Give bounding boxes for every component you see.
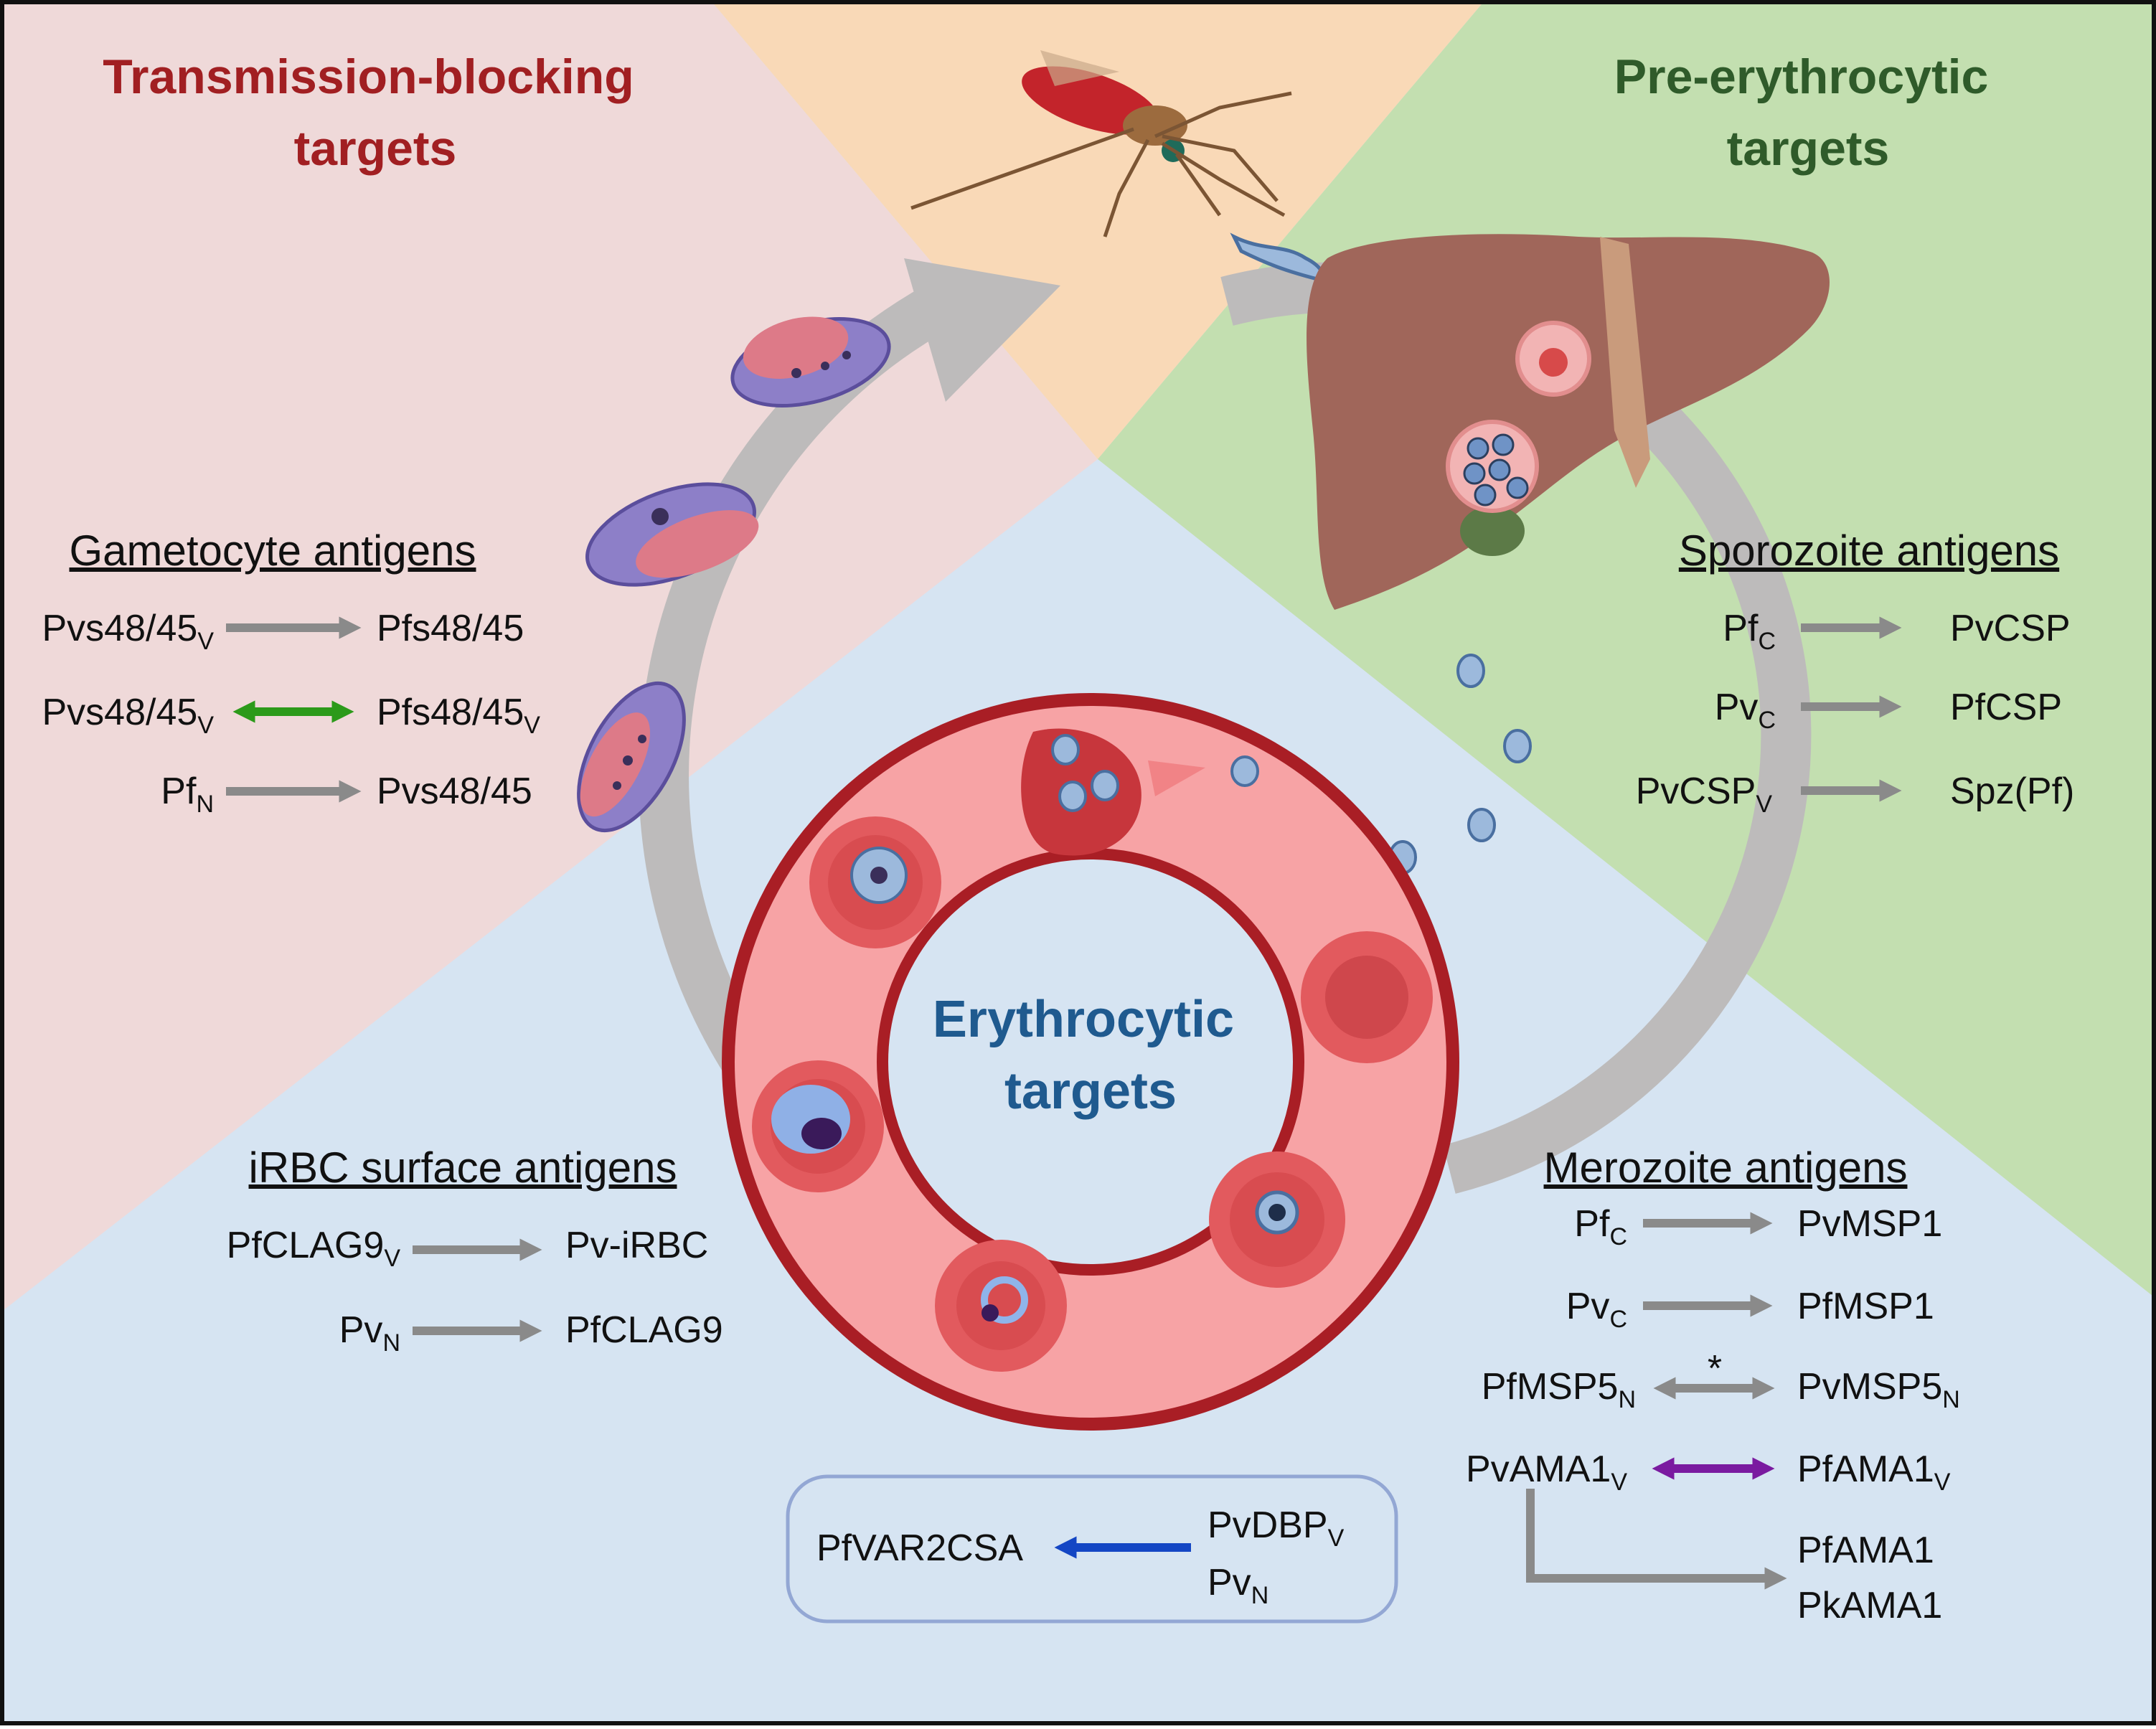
var2csa-target: PfVAR2CSA	[816, 1527, 1023, 1569]
gametocyte-row-1-right: Pfs48/45	[377, 608, 524, 649]
merozoite-header: Merozoite antigens	[1544, 1144, 1908, 1192]
merozoite-row-4-right: PfAMA1V	[1797, 1448, 1951, 1496]
merozoite-branch-target-2: PkAMA1	[1797, 1585, 1942, 1626]
sporozoite-rows: PfC PvCSP PvC PfCSP PvCSPV Spz(Pf)	[1636, 608, 2075, 818]
mosquito-icon	[910, 50, 1292, 237]
merozoite-row-3-mark: *	[1708, 1348, 1722, 1390]
erythrocytic-inner-circle	[877, 848, 1304, 1276]
sporozoite-row-3-left: PvCSPV	[1636, 771, 1773, 818]
gametocyte-row-3-right: Pvs48/45	[377, 771, 532, 812]
gametocyte-header: Gametocyte antigens	[70, 527, 476, 575]
merozoite-row-4-left: PvAMA1V	[1466, 1448, 1627, 1496]
merozoite-row-3-right: PvMSP5N	[1797, 1366, 1960, 1413]
transmission-title-line1: Transmission-blocking	[103, 50, 634, 104]
pre-erythrocytic-title-line1: Pre-erythrocytic	[1614, 50, 1989, 104]
var2csa-source-2: PvN	[1208, 1562, 1268, 1609]
gametocyte-row-2-right: Pfs48/45V	[377, 692, 540, 739]
pre-erythrocytic-title-line2: targets	[1727, 121, 1890, 176]
sporozoite-row-2-right: PfCSP	[1950, 687, 2062, 728]
life-cycle-arrowhead	[904, 258, 1060, 402]
erythrocytic-title-line1: Erythrocytic	[933, 991, 1234, 1048]
sporozoite-row-1-left: PfC	[1723, 608, 1776, 655]
merozoite-row-3-left: PfMSP5N	[1482, 1366, 1636, 1413]
erythrocytic-title: Erythrocytic targets	[933, 991, 1248, 1120]
pre-erythrocytic-title: Pre-erythrocytic targets	[1614, 50, 2002, 176]
gametocyte-row-3-left: PfN	[161, 771, 214, 818]
merozoite-row-2-left: PvC	[1566, 1286, 1627, 1333]
merozoite-rows: PfC PvMSP1 PvC PfMSP1 PfMSP5N * PvMSP5N …	[1466, 1203, 1960, 1626]
gametocyte-row-1-left: Pvs48/45V	[42, 608, 215, 655]
erythrocytic-ring	[722, 693, 1459, 1431]
merozoite-row-1-left: PfC	[1574, 1203, 1627, 1250]
irbc-header: iRBC surface antigens	[249, 1144, 677, 1192]
sporozoite-row-1-right: PvCSP	[1950, 608, 2071, 649]
ama1-branch-connector	[1526, 1489, 1787, 1590]
irbc-row-1-right: Pv-iRBC	[565, 1225, 708, 1266]
transmission-title: Transmission-blocking targets	[103, 50, 648, 176]
irbc-row-2-right: PfCLAG9	[565, 1309, 723, 1351]
irbc-row-1-left: PfCLAG9V	[227, 1225, 401, 1272]
red-blood-cell-icons	[752, 728, 1433, 1372]
gametocyte-row-2-left: Pvs48/45V	[42, 692, 215, 739]
sporozoite-row-2-left: PvC	[1715, 687, 1776, 734]
sporozoite-row-3-right: Spz(Pf)	[1950, 771, 2074, 812]
irbc-row-2-left: PvN	[339, 1309, 400, 1357]
mosquito-region	[710, 0, 1485, 459]
erythrocytic-title-line2: targets	[1004, 1063, 1177, 1120]
merozoite-row-1-right: PvMSP1	[1797, 1203, 1942, 1245]
transmission-title-line2: targets	[294, 121, 457, 176]
var2csa-contents: PfVAR2CSA PvDBPV PvN	[816, 1504, 1345, 1609]
var2csa-source-1: PvDBPV	[1208, 1504, 1345, 1552]
merozoite-row-2-right: PfMSP1	[1797, 1286, 1934, 1327]
merozoite-branch-target-1: PfAMA1	[1797, 1530, 1934, 1571]
parasite-stage-icons	[771, 734, 1299, 1324]
sporozoite-header: Sporozoite antigens	[1679, 527, 2059, 575]
irbc-rows: PfCLAG9V Pv-iRBC PvN PfCLAG9	[227, 1225, 723, 1357]
gametocyte-rows: Pvs48/45V Pfs48/45 Pvs48/45V Pfs48/45V P…	[42, 608, 541, 818]
gametocyte-icons	[577, 316, 891, 833]
liver-icon	[1307, 234, 1830, 610]
